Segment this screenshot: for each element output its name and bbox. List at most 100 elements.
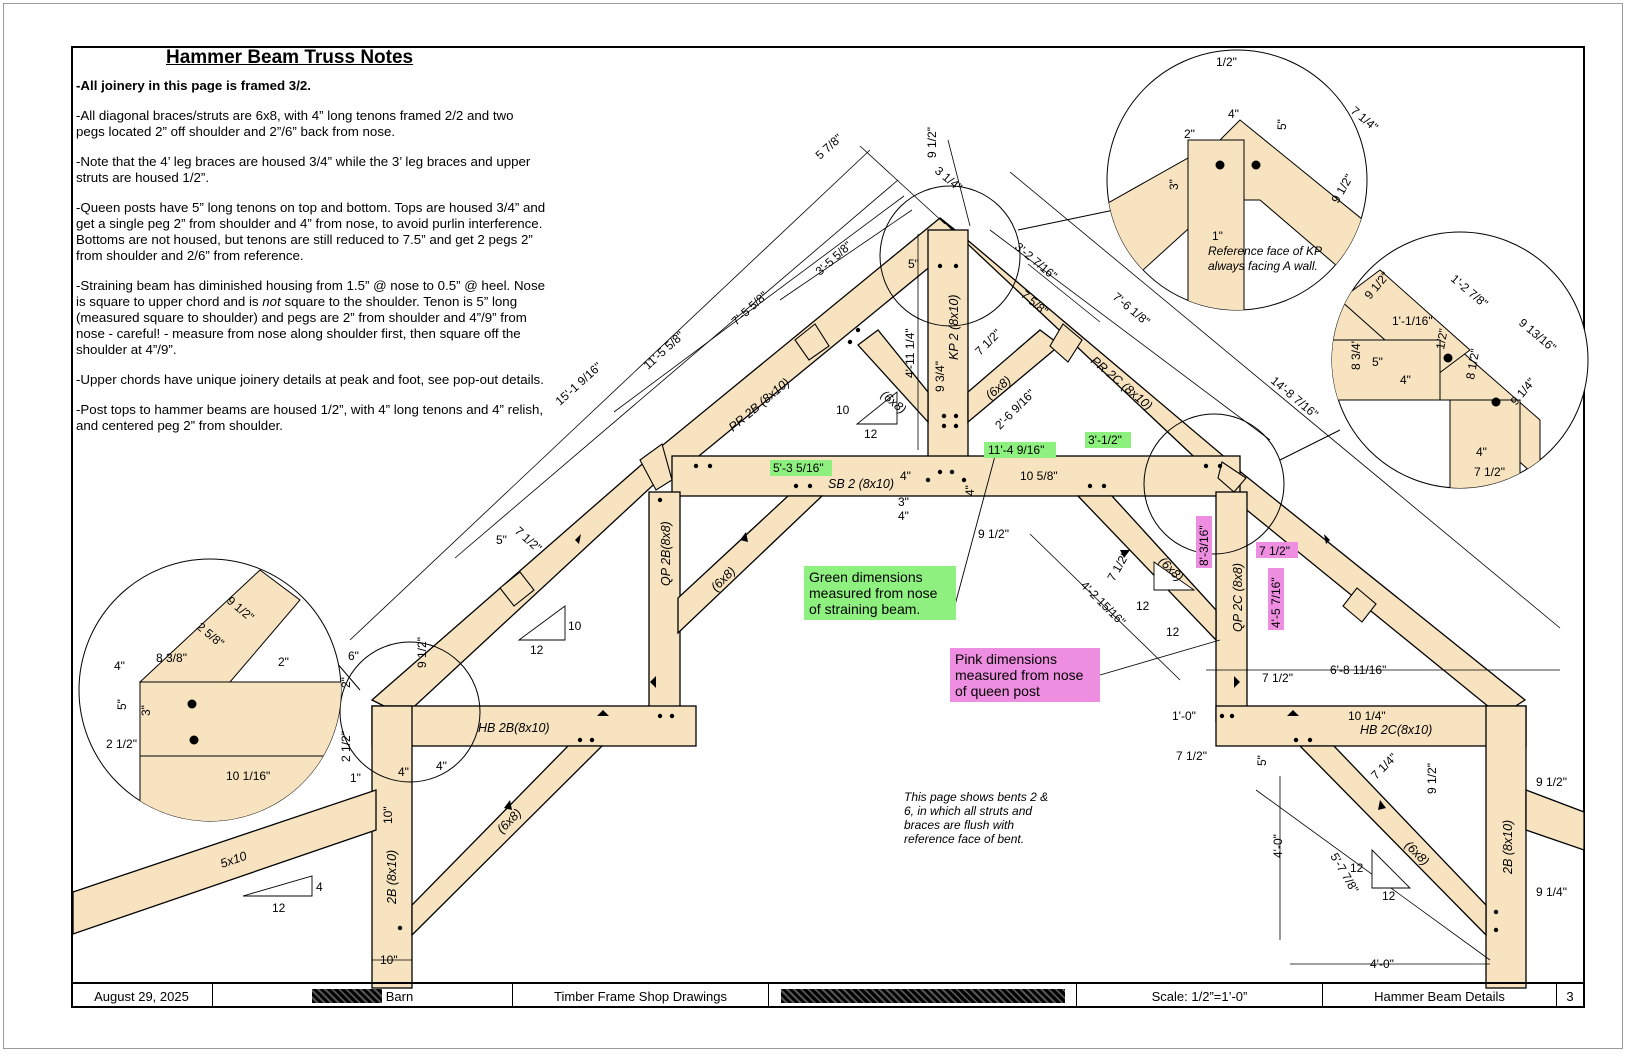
svg-text:4": 4" [436,759,447,773]
svg-text:1/2": 1/2" [1216,55,1237,69]
title-sheet-number: 3 [1566,988,1574,1004]
pitch-triangle [1371,848,1412,889]
svg-text:12: 12 [1166,625,1180,639]
svg-text:5": 5" [115,699,129,710]
pink-dim: 4'-5 7/16" [1269,577,1283,628]
notes-title: Hammer Beam Truss Notes [166,47,414,68]
purlin-pocket [639,443,673,491]
reference-face-note: Reference face of KP always facing A wal… [1208,244,1322,273]
svg-text:7'-6 1/8": 7'-6 1/8" [1110,290,1153,329]
note-6: -Upper chords have unique joinery detail… [76,372,544,387]
svg-text:4": 4" [1400,373,1411,387]
svg-text:4": 4" [898,509,909,523]
svg-text:1'-1/16": 1'-1/16" [1392,314,1433,328]
pitch-triangle [855,391,898,425]
brace-right-low [1298,745,1487,937]
detail-circles [299,185,1341,783]
purlin-pocket [794,323,830,361]
pitch-triangles [242,391,1412,897]
pitch-labels: 10 12 10 12 12 12 12 12 4 12 [272,403,1396,915]
label-hb2b: HB 2B(8x10) [478,721,550,735]
title-date: August 29, 2025 [71,984,213,1008]
svg-text:3'-2 7/16": 3'-2 7/16" [1012,240,1060,283]
purlin-pocket [499,571,535,607]
detail-right [1331,231,1589,489]
green-callout: Green dimensions measured from nose of s… [804,566,956,620]
green-dim: 5'-3 5/16" [773,461,824,475]
svg-text:2": 2" [1184,127,1195,141]
svg-text:6": 6" [348,649,359,663]
svg-text:5": 5" [908,257,919,271]
pink-dimensions: 8'-3/16" 7 1/2" 4'-5 7/16" [1196,516,1298,630]
redacted-block [311,989,382,1003]
svg-text:12: 12 [1382,889,1396,903]
title-block: August 29, 2025 Barn Timber Frame Shop D… [71,982,1585,1008]
pink-callout: Pink dimensions measured from nose of qu… [950,648,1100,702]
svg-text:1": 1" [350,771,361,785]
purlin-pockets [499,323,1377,623]
svg-text:6'-8 11/16": 6'-8 11/16" [1330,663,1386,677]
svg-text:12: 12 [864,427,878,441]
note-3: -Note that the 4’ leg braces are housed … [76,154,531,185]
svg-text:5": 5" [1275,119,1289,130]
queen-post-2c [1215,491,1248,723]
peg-holes [397,263,1499,933]
bents-note: This page shows bents 2 & 6, in which al… [904,790,1049,846]
label-pr2c: PR 2C (8x10) [1088,354,1155,413]
beam-5x10 [72,789,377,935]
note-4: -Queen posts have 5” long tenons on top … [76,200,546,263]
svg-text:9 1/2": 9 1/2" [1536,775,1567,789]
svg-text:10 5/8": 10 5/8" [1020,469,1058,483]
pink-dim: 8'-3/16" [1197,525,1211,566]
svg-text:5": 5" [496,533,507,547]
svg-text:5": 5" [1372,355,1383,369]
pitch-triangle [517,605,566,641]
straining-beam [671,455,1241,497]
detail-left [78,558,342,822]
green-dim: 11'-4 9/16" [988,443,1044,457]
brace-left-low [411,745,604,937]
pink-dim: 7 1/2" [1259,544,1290,558]
svg-text:10": 10" [381,806,395,824]
svg-text:5 7/8": 5 7/8" [813,131,845,162]
label-post2c: 2B (8x10) [1501,820,1515,875]
svg-text:2 1/2": 2 1/2" [106,737,137,751]
label-kp2: KP 2 (8x10) [947,294,961,360]
svg-text:10: 10 [568,619,582,633]
brace-left-mid [677,495,824,635]
svg-text:14'-8 7/16": 14'-8 7/16" [1268,374,1321,422]
svg-text:5": 5" [1255,755,1269,766]
svg-text:12: 12 [1350,861,1364,875]
title-project: Barn [213,984,513,1008]
svg-text:10 1/16": 10 1/16" [226,769,270,783]
svg-text:3": 3" [898,495,909,509]
label-hb2c: HB 2C(8x10) [1360,723,1432,737]
post-2b-right [1485,705,1527,989]
purlin-pocket [1342,587,1377,623]
post-2b-left [371,705,413,989]
svg-text:2": 2" [278,655,289,669]
sheet-frame [71,46,1585,1008]
svg-text:7 1/2": 7 1/2" [1262,671,1293,685]
dimension-lines [349,139,1561,965]
note-5: -Straining beam has diminished housing f… [76,278,545,357]
svg-text:4'-2 15/16": 4'-2 15/16" [1078,578,1128,628]
svg-text:1": 1" [1212,229,1223,243]
svg-text:7 1/2": 7 1/2" [972,326,1004,358]
purlin-pocket [1217,461,1247,493]
svg-text:9 1/2": 9 1/2" [415,637,429,668]
svg-text:10 1/4": 10 1/4" [1348,709,1386,723]
brace-right-mid [1076,495,1217,642]
hammer-beam-2c [1215,705,1527,747]
title-scale: Scale: 1/2”=1’-0” [1077,984,1323,1008]
svg-text:12: 12 [1136,599,1150,613]
svg-text:4": 4" [900,469,911,483]
svg-text:4'-0": 4'-0" [1370,957,1394,971]
title-redacted [769,984,1077,1008]
truss-notes: Hammer Beam Truss Notes -All joinery in … [76,47,546,448]
svg-text:9 3/4": 9 3/4" [933,361,947,392]
strut-left-upper [857,329,929,424]
svg-text:3": 3" [1167,179,1181,190]
svg-text:1'-0": 1'-0" [1172,709,1196,723]
